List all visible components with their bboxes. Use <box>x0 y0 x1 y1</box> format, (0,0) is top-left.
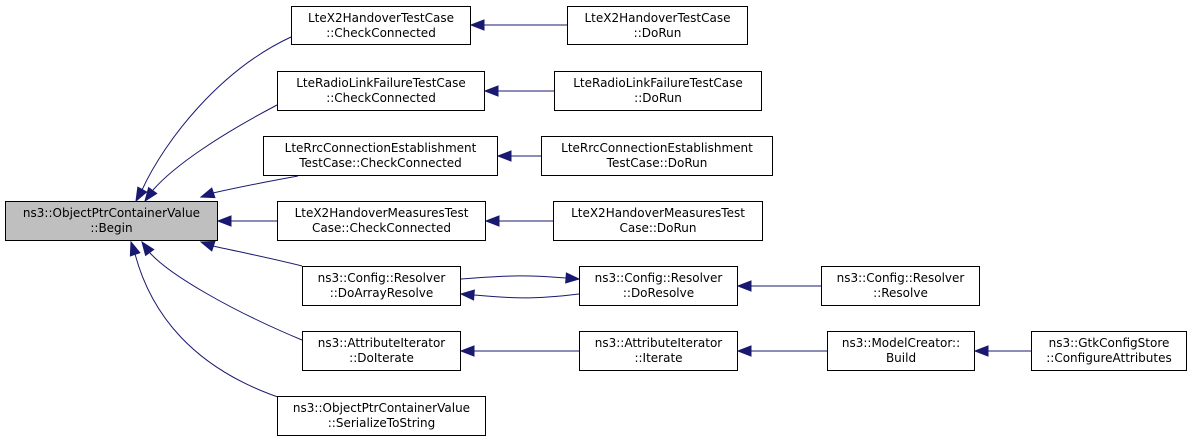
arrowhead <box>216 215 232 227</box>
node-line: ns3::Config::Resolver <box>836 271 965 285</box>
node-lte-x2-handover-do-run[interactable]: LteX2HandoverTestCase ::DoRun <box>567 6 748 45</box>
node-lte-radio-link-failure-check-connected[interactable]: LteRadioLinkFailureTestCase ::CheckConne… <box>277 71 485 111</box>
node-line: ns3::Config::Resolver <box>317 271 446 285</box>
edge-line <box>460 275 567 280</box>
node-line: ns3::GtkConfigStore <box>1048 336 1170 350</box>
arrowhead <box>459 345 475 357</box>
node-lte-rrc-connection-establishment-check-connected[interactable]: LteRrcConnectionEstablishment TestCase::… <box>263 136 498 176</box>
node-attribute-iterator-iterate[interactable]: ns3::AttributeIterator ::Iterate <box>579 331 738 371</box>
node-line: ns3::Config::Resolver <box>594 271 723 285</box>
edge-rrccc-to-root <box>199 175 299 199</box>
node-line: ::DoRun <box>634 91 682 105</box>
edge-x2mcc-to-root <box>216 215 277 227</box>
edge-cfgr-to-cfgdr <box>736 280 821 292</box>
node-lte-rrc-connection-establishment-do-run[interactable]: LteRrcConnectionEstablishment TestCase::… <box>541 136 773 176</box>
node-line: ::CheckConnected <box>326 25 436 40</box>
node-line: ns3::AttributeIterator <box>317 336 446 350</box>
arrowhead <box>469 19 485 31</box>
edge-cfgar-to-cfgdr <box>460 272 581 284</box>
arrowhead <box>199 187 216 199</box>
edge-line <box>473 293 580 299</box>
node-line: LteX2HandoverMeasuresTest <box>294 206 469 220</box>
node-model-creator-build[interactable]: ns3::ModelCreator:: Build <box>827 331 975 371</box>
arrowhead <box>484 215 500 227</box>
edge-line <box>212 175 299 194</box>
edge-gtk-to-mcb <box>973 345 1031 357</box>
node-attribute-iterator-do-iterate[interactable]: ns3::AttributeIterator ::DoIterate <box>302 331 461 371</box>
node-config-resolver-resolve[interactable]: ns3::Config::Resolver ::Resolve <box>821 266 980 306</box>
edge-rlfcc-to-root <box>144 104 278 203</box>
node-line: LteX2HandoverTestCase <box>308 10 454 25</box>
edge-sts-to-root <box>129 240 291 402</box>
node-object-ptr-container-value-serialize-to-string[interactable]: ns3::ObjectPtrContainerValue ::Serialize… <box>277 396 486 436</box>
node-line: ::Resolve <box>873 286 928 300</box>
edge-line <box>134 253 291 402</box>
edge-aii-to-aidi <box>459 345 579 357</box>
arrowhead <box>141 240 155 257</box>
node-line: ns3::ModelCreator:: <box>841 336 961 350</box>
node-line: TestCase::DoRun <box>606 156 708 170</box>
node-line: ::DoIterate <box>349 351 414 365</box>
node-object-ptr-container-value-begin: ns3::ObjectPtrContainerValue ::Begin <box>5 201 218 241</box>
edge-aidi-to-root <box>141 240 303 341</box>
edge-line <box>141 36 292 191</box>
edge-x2dr-to-x2cc <box>469 19 567 31</box>
node-line: ::DoRun <box>633 25 682 40</box>
node-lte-radio-link-failure-do-run[interactable]: LteRadioLinkFailureTestCase ::DoRun <box>554 71 762 111</box>
node-line: Case::CheckConnected <box>312 221 451 235</box>
node-line: Build <box>885 351 917 365</box>
edge-cfgdr-to-cfgar <box>459 289 580 301</box>
edge-x2mdr-to-x2mcc <box>484 215 553 227</box>
arrowhead <box>199 240 216 252</box>
node-line: LteRadioLinkFailureTestCase <box>573 76 743 90</box>
node-line: LteX2HandoverTestCase <box>584 10 731 25</box>
edge-rlfdr-to-rlfcc <box>483 85 554 97</box>
arrowhead <box>496 150 512 162</box>
node-line: LteX2HandoverMeasuresTest <box>571 206 745 220</box>
arrowhead <box>736 280 752 292</box>
edge-rrcdr-to-rrccc <box>496 150 541 162</box>
arrowhead <box>129 240 141 257</box>
node-lte-x2-handover-check-connected[interactable]: LteX2HandoverTestCase ::CheckConnected <box>291 6 471 45</box>
node-line: ::DoArrayResolve <box>329 286 434 300</box>
arrowhead <box>736 345 752 357</box>
edge-line <box>152 104 278 191</box>
node-config-resolver-do-array-resolve[interactable]: ns3::Config::Resolver ::DoArrayResolve <box>302 266 461 306</box>
node-gtk-config-store-configure-attributes[interactable]: ns3::GtkConfigStore ::ConfigureAttribute… <box>1031 331 1187 371</box>
node-line: LteRadioLinkFailureTestCase <box>296 76 466 90</box>
node-config-resolver-do-resolve[interactable]: ns3::Config::Resolver ::DoResolve <box>579 266 738 306</box>
arrowhead <box>483 85 499 97</box>
node-line: ::CheckConnected <box>326 91 436 105</box>
node-line: ::Iterate <box>634 351 683 365</box>
node-line: Case::DoRun <box>619 221 697 235</box>
node-line: TestCase::CheckConnected <box>299 156 462 170</box>
edge-line <box>212 245 303 267</box>
node-line: LteRrcConnectionEstablishment <box>561 141 753 155</box>
edge-x2cc-to-root <box>135 36 292 203</box>
arrowhead <box>459 289 475 301</box>
edge-line <box>149 252 303 341</box>
edge-mcb-to-aii <box>736 345 827 357</box>
node-line: ns3::ObjectPtrContainerValue <box>22 206 201 220</box>
node-line: ::ConfigureAttributes <box>1046 351 1172 365</box>
node-line: ns3::AttributeIterator <box>594 336 723 350</box>
arrowhead <box>144 186 158 203</box>
edge-cfgar-to-root <box>199 240 303 267</box>
arrowhead <box>565 272 581 284</box>
node-lte-x2-handover-measures-do-run[interactable]: LteX2HandoverMeasuresTest Case::DoRun <box>553 201 763 241</box>
node-line: ns3::ObjectPtrContainerValue <box>292 401 471 415</box>
arrowhead <box>135 186 148 203</box>
node-line: LteRrcConnectionEstablishment <box>284 141 477 155</box>
node-lte-x2-handover-measures-check-connected[interactable]: LteX2HandoverMeasuresTest Case::CheckCon… <box>277 201 486 241</box>
node-line: ::Begin <box>90 221 133 235</box>
node-line: ::DoResolve <box>622 286 695 300</box>
arrowhead <box>973 345 989 357</box>
node-line: ::SerializeToString <box>327 416 436 430</box>
